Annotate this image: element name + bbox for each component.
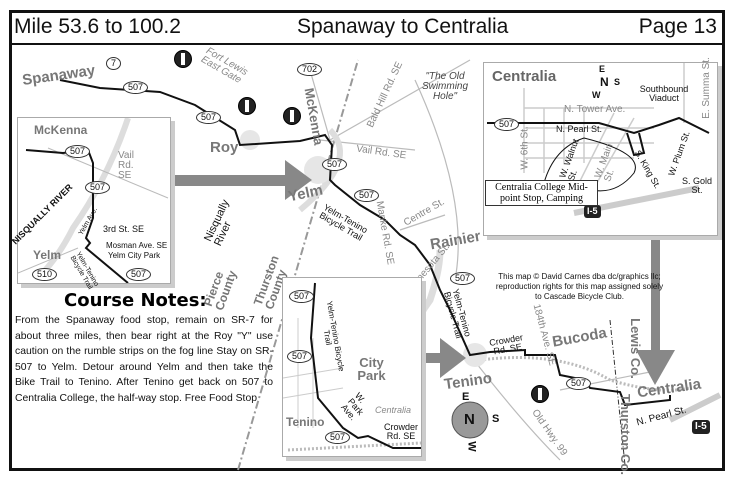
label-centralia: Centralia xyxy=(492,68,557,85)
arrow-to-yelm-shaft xyxy=(170,175,290,186)
centralia-inset: Centralia E S W N 507 N. Tower Ave. N. P… xyxy=(483,57,718,236)
shield-507: 507 xyxy=(325,431,351,444)
compass-s: S xyxy=(614,77,621,87)
arrow-to-centralia-shaft xyxy=(651,236,660,356)
course-notes-text: From the Spanaway food stop, remain on S… xyxy=(15,315,273,404)
shield-507: 507 xyxy=(123,81,149,94)
stop-marker-icon xyxy=(174,50,192,68)
label-mckenna: McKenna xyxy=(34,123,88,137)
i5-shield-icon: I-5 xyxy=(584,205,601,218)
road-702 xyxy=(309,69,331,141)
label-southbound-viaduct: Southbound Viaduct xyxy=(639,84,689,103)
page-header: Mile 53.6 to 100.2 Spanaway to Centralia… xyxy=(9,10,725,45)
mile-range: Mile 53.6 to 100.2 xyxy=(14,15,181,38)
page-number: Page 13 xyxy=(638,15,717,38)
yelm-inset: McKenna 507 Vail Rd. SE 507 NISQUALLY RI… xyxy=(10,117,171,291)
label-n-tower: N. Tower Ave. xyxy=(564,104,626,115)
arrow-to-tenino-head xyxy=(440,338,466,378)
shield-507: 507 xyxy=(322,158,348,171)
compass-e: E xyxy=(599,64,606,74)
shield-507: 507 xyxy=(450,272,476,285)
label-w-6th: W. 6th St. xyxy=(519,126,531,170)
road-centre xyxy=(399,214,446,231)
label-thurston-co: Thurston Co. xyxy=(617,394,633,475)
shield-507: 507 xyxy=(289,290,315,303)
map-frame xyxy=(9,10,725,471)
stop-marker-icon xyxy=(238,97,256,115)
shield-507: 507 xyxy=(287,350,313,363)
label-swimming-hole: "The Old Swimming Hole" xyxy=(421,71,469,102)
label-lewis-co: Lewis Co. xyxy=(627,318,643,379)
centralia-college-callout: Centralia College Mid-point Stop, Campin… xyxy=(485,180,598,206)
stop-marker-icon xyxy=(531,385,549,403)
shield-507: 507 xyxy=(65,145,91,158)
county-line-pierce-thurston xyxy=(237,59,359,471)
i5-highway xyxy=(668,392,722,423)
shield-510: 510 xyxy=(32,268,58,281)
arrow-to-centralia-head xyxy=(636,350,675,385)
page-title: Spanaway to Centralia xyxy=(297,15,509,38)
compass-n: N xyxy=(600,75,609,89)
arrow-to-tenino-shaft xyxy=(420,353,445,363)
shield-507: 507 xyxy=(196,111,222,124)
label-mosman: Mosman Ave. SE xyxy=(106,241,168,250)
label-city-park: City Park xyxy=(357,355,386,383)
compass-e: E xyxy=(462,391,470,403)
shield-507: 507 xyxy=(494,118,520,131)
label-crowder: Crowder Rd. SE xyxy=(383,422,418,441)
compass-icon xyxy=(451,401,489,439)
road-bald-hill xyxy=(329,59,471,141)
compass-w: W xyxy=(592,90,601,100)
stop-marker-icon xyxy=(283,107,301,125)
label-yelm-city-park: Yelm City Park xyxy=(108,251,161,260)
swimming-hole-pointer xyxy=(414,79,459,281)
tenino-inset: 507 Yelm-Tenino Bicycle Trail 507 City P… xyxy=(282,277,422,457)
road-old-hwy-99 xyxy=(469,354,561,461)
shield-sr7: 7 xyxy=(106,57,122,70)
arrow-to-yelm-head xyxy=(285,160,312,200)
shield-507: 507 xyxy=(85,181,111,194)
label-yelm: Yelm xyxy=(33,248,62,262)
shield-507: 507 xyxy=(566,377,592,390)
label-e-summa: E. Summa St. xyxy=(700,57,712,119)
label-vail: Vail Rd. SE xyxy=(118,150,134,181)
shield-507: 507 xyxy=(126,268,152,281)
railroad xyxy=(479,356,691,392)
roy-area xyxy=(240,130,260,150)
i5-shield-icon: I-5 xyxy=(692,420,710,434)
compass-w: W xyxy=(465,441,478,452)
compass-s: S xyxy=(492,413,500,425)
label-n-pearl: N. Pearl St. xyxy=(556,124,603,134)
compass-n: N xyxy=(464,411,475,428)
copyright-notice: This map © David Carnes dba dc/graphics … xyxy=(495,272,664,301)
label-tenino: Tenino xyxy=(286,415,325,429)
label-s-gold: S. Gold St. xyxy=(682,176,713,195)
label-roy: Roy xyxy=(210,139,239,156)
shield-702: 702 xyxy=(297,63,323,76)
label-to-centralia: Centralia xyxy=(375,405,412,415)
course-notes-title: Course Notes: xyxy=(64,290,207,311)
shield-507: 507 xyxy=(354,189,380,202)
label-3rd-st: 3rd St. SE xyxy=(103,224,145,234)
